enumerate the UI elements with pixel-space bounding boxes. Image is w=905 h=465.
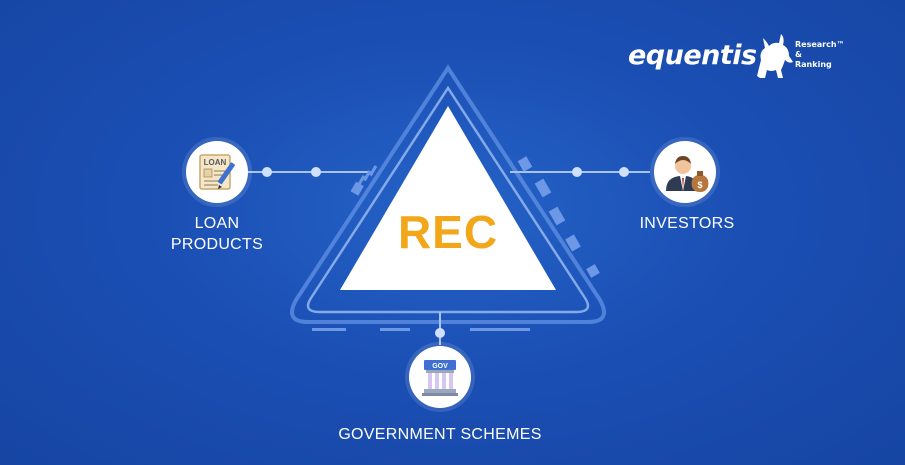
loan-icon-text: LOAN xyxy=(204,158,227,167)
brand-tagline: Research™ & Ranking xyxy=(795,40,845,70)
government-schemes-label: GOVERNMENT SCHEMES xyxy=(338,426,542,443)
loan-connector-dot xyxy=(262,167,272,177)
investors-label: INVESTORS xyxy=(639,215,735,232)
decorative-dashes-right xyxy=(517,156,600,278)
svg-text:$: $ xyxy=(697,180,702,190)
loan-connector-dot xyxy=(311,167,321,177)
government-icon-text: GOV xyxy=(432,363,448,370)
decorative-dashes-bottom xyxy=(312,328,530,331)
investors-connector-dot xyxy=(572,167,582,177)
government-connector-dot xyxy=(435,328,445,338)
equentis-logo: equentis Research™ & Ranking xyxy=(628,26,845,86)
loan-products-label: LOAN PRODUCTS xyxy=(158,213,276,255)
government-building-icon: GOV xyxy=(409,346,471,408)
investor-money-bag-icon: $ xyxy=(654,141,716,203)
brand-tagline-line-3: Ranking xyxy=(795,60,832,69)
investors-connector-dot xyxy=(619,167,629,177)
brand-tagline-line-2: & xyxy=(795,50,802,59)
inner-triangle xyxy=(340,106,556,290)
brand-name: equentis xyxy=(628,40,757,71)
middle-triangle-outline xyxy=(306,85,590,314)
bull-icon xyxy=(757,34,793,78)
center-label: REC xyxy=(397,206,499,258)
loan-label-line-1: LOAN xyxy=(194,215,240,232)
loan-label-line-2: PRODUCTS xyxy=(170,236,264,253)
loan-document-icon: LOAN xyxy=(186,141,248,203)
decorative-dashes-left xyxy=(350,165,378,196)
brand-tagline-line-1: Research™ xyxy=(795,40,845,49)
outer-triangle-outline xyxy=(290,64,606,324)
